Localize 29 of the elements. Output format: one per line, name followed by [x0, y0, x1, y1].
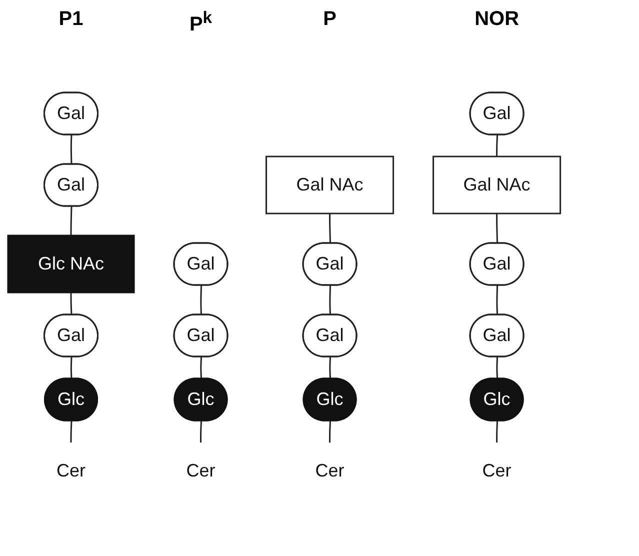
- connector: [329, 356, 332, 380]
- node-text: Cer: [56, 460, 86, 480]
- node-text: Cer: [315, 460, 344, 480]
- node-box: [266, 156, 394, 214]
- node-box: [7, 234, 135, 294]
- connector: [70, 206, 72, 236]
- connector: [329, 420, 332, 442]
- connector: [496, 356, 498, 380]
- connector: [329, 285, 332, 316]
- node-text: Cer: [186, 460, 216, 480]
- node-text: Cer: [482, 460, 512, 480]
- connector: [496, 214, 498, 244]
- node-box: [432, 156, 562, 214]
- connector: [200, 356, 202, 380]
- connector: [496, 134, 498, 156]
- connector: [70, 134, 72, 165]
- connector: [200, 285, 202, 316]
- glycan-diagram: Gal Gal Glc NAc Gal Glc Cer Gal Gal Glc Cer Gal NAc Gal Gal Glc Cer Gal Gal NAc Gal Gal Glc Cer: [0, 40, 568, 552]
- connector: [496, 285, 498, 316]
- connector: [70, 292, 72, 316]
- connector: [70, 356, 72, 380]
- connector: [70, 420, 72, 442]
- column-heading: NOR: [474, 8, 520, 31]
- column-heading: P: [323, 8, 336, 31]
- column-heading: P1: [58, 8, 84, 31]
- connector: [496, 420, 498, 442]
- connector: [200, 420, 202, 442]
- column-heading: P$^{k}$: [189, 8, 212, 37]
- connector: [329, 214, 332, 244]
